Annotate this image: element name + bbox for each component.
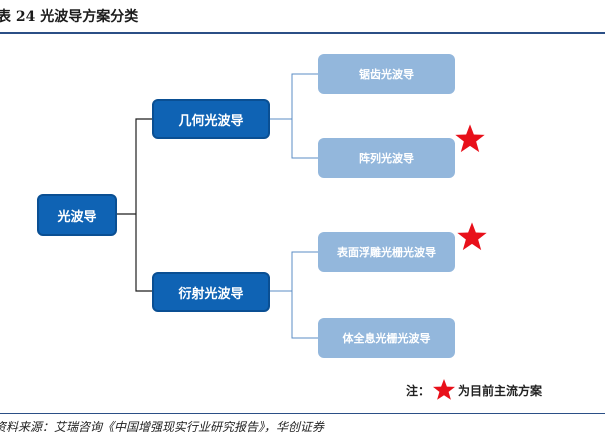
legend-note: 注： 为目前主流方案 <box>406 378 542 402</box>
root-node: 光波导 <box>37 194 117 236</box>
leaf-node-surface-relief: 表面浮雕光栅光波导 <box>318 232 455 272</box>
legend-prefix: 注： <box>406 383 431 398</box>
leaf-node-volume-holographic: 体全息光栅光波导 <box>318 318 455 358</box>
branch-1-connector <box>270 73 318 159</box>
leaf-node-array: 阵列光波导 <box>318 138 455 178</box>
leaf-node-label: 锯齿光波导 <box>359 68 414 81</box>
leaf-node-label: 表面浮雕光栅光波导 <box>337 246 436 259</box>
leaf-node-label: 阵列光波导 <box>359 152 414 165</box>
source-note: 资料来源：艾瑞咨询《中国增强现实行业研究报告》，华创证券 <box>0 420 325 434</box>
figure-title: 表 24 光波导方案分类 <box>0 9 139 25</box>
root-connector <box>117 118 152 292</box>
leaf-node-sawtooth: 锯齿光波导 <box>318 54 455 94</box>
branch-node-label: 衍射光波导 <box>178 286 244 302</box>
leaf-node-label: 体全息光栅光波导 <box>342 332 431 345</box>
star-icon <box>455 124 485 153</box>
legend-text: 为目前主流方案 <box>458 383 543 398</box>
branch-node-label: 几何光波导 <box>178 113 244 129</box>
branch-node-diffraction: 衍射光波导 <box>152 272 270 312</box>
star-icon <box>433 379 456 400</box>
bottom-rule <box>0 413 605 414</box>
branch-node-geometric: 几何光波导 <box>152 99 270 139</box>
root-node-label: 光波导 <box>57 209 97 225</box>
star-icon <box>457 222 487 251</box>
figure-title-bar: 表 24 光波导方案分类 <box>0 0 605 34</box>
branch-2-connector <box>270 251 318 339</box>
